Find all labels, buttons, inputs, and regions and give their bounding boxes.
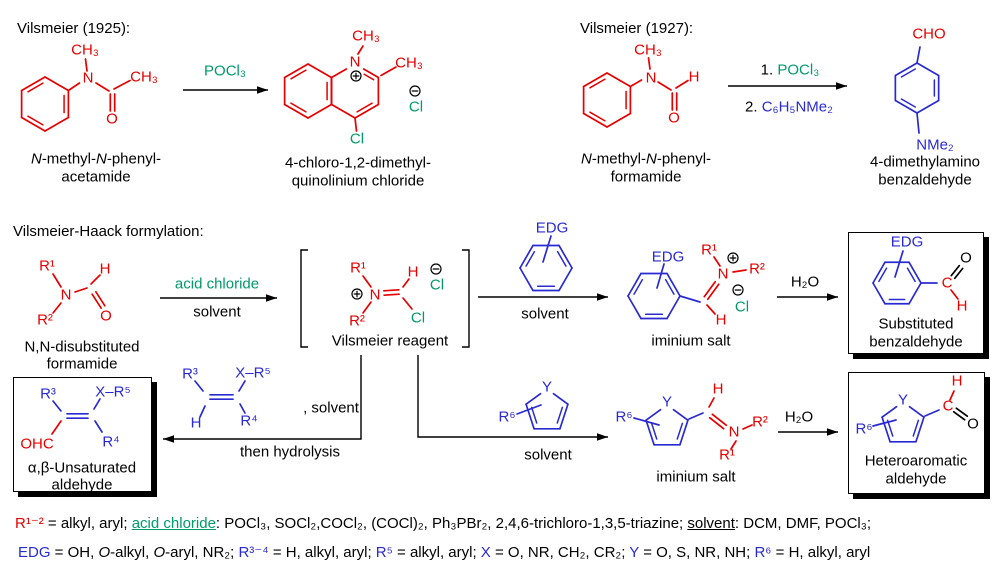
unsaturated-aldehyde-box bbox=[13, 377, 152, 492]
atom-label-c: C bbox=[941, 274, 953, 292]
atom-label-h: H bbox=[190, 414, 202, 432]
atom-label-x-r5: X–R⁵ bbox=[235, 364, 271, 382]
scheme-title-1925: Vilsmeier (1925): bbox=[17, 20, 131, 37]
atom-label-acetyl-methyl: CH₃ bbox=[130, 68, 158, 86]
compound-caption: Vilsmeier reagent bbox=[331, 332, 449, 350]
condition-solvent: , solvent bbox=[303, 399, 359, 417]
atom-label-o: O bbox=[668, 109, 680, 127]
chloride-counterion: Cl bbox=[408, 98, 424, 116]
compound-caption: iminium salt bbox=[656, 468, 736, 486]
atom-label-r2: R² bbox=[752, 413, 768, 431]
atom-label-r3: R³ bbox=[40, 385, 56, 403]
scheme-title-1927: Vilsmeier (1927): bbox=[580, 20, 694, 37]
atom-label-n: N bbox=[82, 69, 94, 87]
edg-label: EDG bbox=[651, 248, 685, 266]
condition-solvent: solvent bbox=[193, 303, 241, 321]
compound-caption: α,β-Unsaturated bbox=[27, 459, 137, 477]
atom-label-r6: R⁶ bbox=[498, 408, 516, 426]
atom-label-r6: R⁶ bbox=[855, 420, 873, 438]
atom-label-n: N bbox=[728, 423, 740, 441]
compound-caption: benzaldehyde bbox=[878, 171, 972, 189]
chloride-counterion: Cl bbox=[429, 276, 445, 294]
atom-label-n: N bbox=[645, 69, 657, 87]
atom-label-r1: R¹ bbox=[719, 446, 735, 464]
atom-label-r2: R² bbox=[37, 311, 53, 329]
chloride-counterion: Cl bbox=[734, 298, 750, 316]
atom-label-x-r5: X–R⁵ bbox=[95, 383, 131, 401]
edg-label: EDG bbox=[535, 219, 569, 237]
step2-reagent: 2. C₆H₅NMe₂ bbox=[745, 98, 833, 116]
atom-label-h: H bbox=[99, 260, 111, 278]
atom-label-y: Y bbox=[541, 378, 553, 396]
compound-caption: formamide bbox=[610, 168, 682, 186]
atom-label-cl: Cl bbox=[349, 130, 365, 148]
compound-caption: iminium salt bbox=[651, 332, 731, 350]
atom-label-h: H bbox=[956, 297, 968, 315]
compound-caption: Heteroaromatic bbox=[864, 452, 968, 470]
condition-acid-chloride: acid chloride bbox=[174, 275, 260, 293]
compound-caption: Substituted bbox=[878, 315, 954, 333]
footnote-line1: R¹⁻² = alkyl, aryl; acid chloride: POCl₃… bbox=[15, 515, 872, 532]
atom-label-nmethyl: CH₃ bbox=[71, 41, 99, 59]
atom-label-n: N bbox=[349, 53, 361, 71]
atom-label-r1: R¹ bbox=[350, 259, 366, 277]
atom-label-o: O bbox=[106, 110, 118, 128]
edg-label: EDG bbox=[890, 233, 924, 251]
condition-solvent: solvent bbox=[524, 446, 572, 464]
atom-label-r2: R² bbox=[349, 312, 365, 330]
atom-label-nmethyl: CH₃ bbox=[634, 41, 662, 59]
reagent-pocl3: POCl₃ bbox=[204, 62, 246, 80]
atom-label-c2-methyl: CH₃ bbox=[395, 54, 423, 72]
atom-label-nmethyl: CH₃ bbox=[352, 27, 380, 45]
atom-label-r1: R¹ bbox=[39, 257, 55, 275]
compound-caption: benzaldehyde bbox=[869, 333, 963, 351]
atom-label-n: N bbox=[717, 265, 729, 283]
atom-label-y: Y bbox=[661, 393, 673, 411]
condition-solvent: solvent bbox=[521, 305, 569, 323]
compound-caption: 4-dimethylamino bbox=[869, 153, 981, 171]
atom-label-o: O bbox=[960, 249, 972, 267]
footnote-line2: EDG = OH, O-alkyl, O-aryl, NR₂; R³⁻⁴ = H… bbox=[18, 544, 871, 561]
atom-label-ohc: OHC bbox=[20, 435, 54, 453]
compound-caption: N-methyl-N-phenyl- bbox=[30, 150, 162, 168]
compound-caption: N,N-disubstituted bbox=[24, 338, 140, 356]
condition-then-hydrolysis: then hydrolysis bbox=[239, 443, 341, 461]
atom-label-cl: Cl bbox=[410, 309, 426, 327]
atom-label-r4: R⁴ bbox=[102, 433, 120, 451]
atom-label-r1: R¹ bbox=[701, 241, 717, 259]
condition-h2o: H₂O bbox=[784, 408, 814, 426]
atom-label-n: N bbox=[369, 286, 381, 304]
atom-label-r2: R² bbox=[749, 260, 765, 278]
atom-label-h: H bbox=[712, 380, 724, 398]
atom-label-n: N bbox=[60, 286, 72, 304]
atom-label-nme2: NMe₂ bbox=[916, 136, 954, 154]
step1-reagent: 1. POCl₃ bbox=[760, 61, 820, 79]
compound-caption: acetamide bbox=[61, 168, 131, 186]
compound-caption: 4-chloro-1,2-dimethyl- bbox=[285, 154, 431, 172]
compound-caption: aldehyde bbox=[51, 476, 113, 494]
compound-caption: N-methyl-N-phenyl- bbox=[580, 150, 712, 168]
atom-label-h: H bbox=[715, 311, 727, 329]
compound-caption: aldehyde bbox=[885, 470, 947, 488]
compound-caption: formamide bbox=[46, 355, 118, 373]
atom-label-h: H bbox=[407, 263, 419, 281]
atom-label-cho: CHO bbox=[912, 25, 946, 43]
atom-label-h: H bbox=[688, 68, 700, 86]
atom-label-r4: R⁴ bbox=[240, 412, 258, 430]
condition-h2o: H₂O bbox=[790, 273, 820, 291]
atom-label-r6: R⁶ bbox=[615, 408, 633, 426]
compound-caption: quinolinium chloride bbox=[291, 172, 425, 190]
section-heading: Vilsmeier-Haack formylation: bbox=[13, 223, 204, 240]
atom-label-r3: R³ bbox=[182, 365, 198, 383]
atom-label-c: C bbox=[942, 397, 954, 415]
atom-label-o: O bbox=[100, 307, 112, 325]
atom-label-h: H bbox=[951, 372, 963, 390]
atom-label-y: Y bbox=[897, 391, 909, 409]
atom-label-o: O bbox=[967, 415, 979, 433]
heteroaromatic-aldehyde-box bbox=[848, 372, 985, 494]
